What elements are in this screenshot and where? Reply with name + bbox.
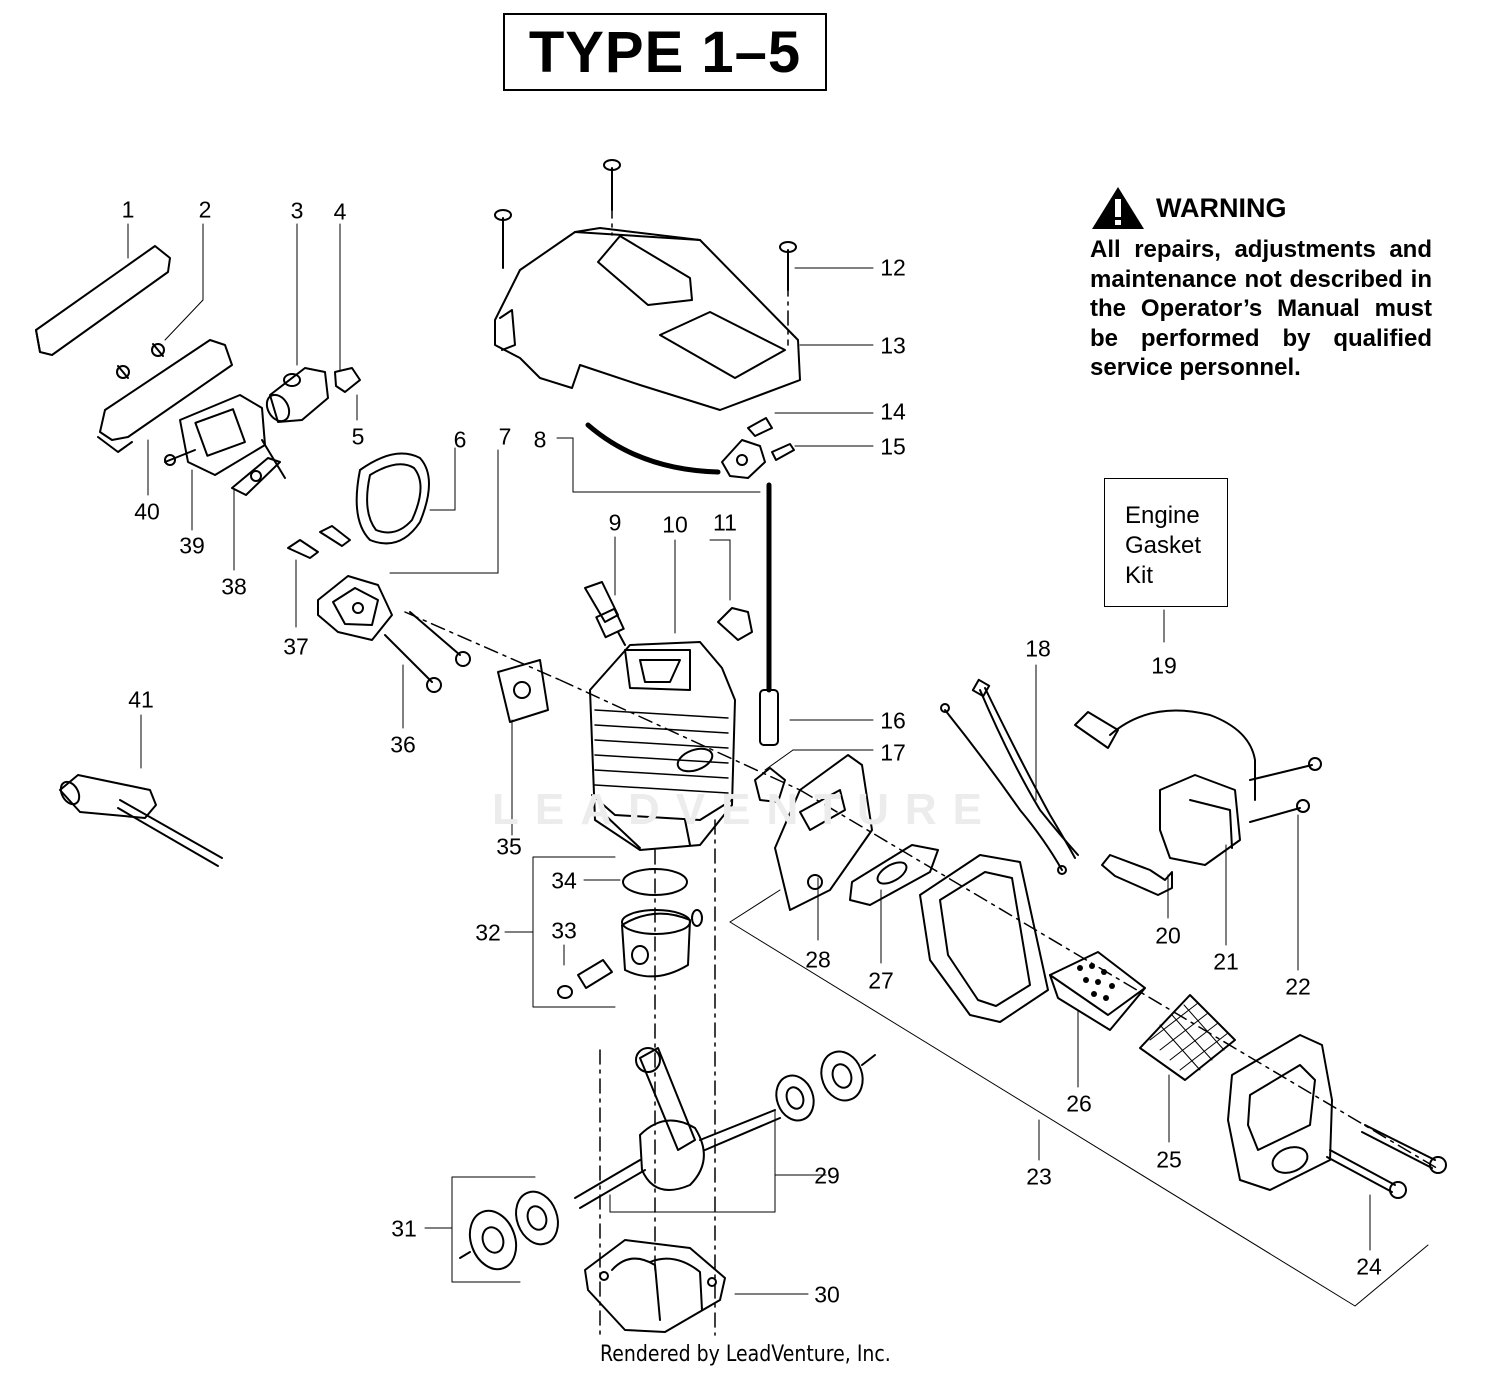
part-38-carburetor-gasket bbox=[231, 457, 281, 496]
part-3-intake-boot bbox=[265, 367, 329, 423]
part-label-8: 8 bbox=[533, 426, 547, 453]
part-23-muffler-body bbox=[919, 854, 1049, 1023]
part-label-33: 33 bbox=[551, 917, 577, 944]
part-label-5: 5 bbox=[351, 423, 365, 450]
part-29-bearings bbox=[775, 1050, 876, 1122]
part-34-piston-ring bbox=[622, 868, 688, 896]
render-credit: Rendered by LeadVenture, Inc. bbox=[600, 1342, 891, 1367]
part-33-piston-pin bbox=[557, 959, 613, 999]
part-label-36: 36 bbox=[390, 731, 416, 758]
part-12-cover-screws bbox=[494, 159, 797, 291]
part-4-clip bbox=[334, 367, 361, 393]
part-13-top-cover bbox=[494, 227, 801, 411]
diagram-title-box: TYPE 1–5 bbox=[503, 13, 827, 91]
part-label-19: 19 bbox=[1151, 652, 1177, 679]
part-24-muffler-cover bbox=[1227, 1034, 1333, 1191]
part-label-29: 29 bbox=[814, 1162, 840, 1189]
part-1-air-filter-cover bbox=[35, 245, 171, 356]
part-25-spark-screen bbox=[1139, 994, 1236, 1081]
part-40-carburetor-bracket bbox=[97, 339, 233, 453]
part-label-41: 41 bbox=[128, 686, 154, 713]
part-41-scrench-tool bbox=[59, 774, 223, 867]
part-label-23: 23 bbox=[1026, 1163, 1052, 1190]
part-label-34: 34 bbox=[551, 867, 577, 894]
part-27-muffler-gasket bbox=[849, 844, 939, 906]
part-6-filter-ring bbox=[355, 452, 430, 545]
part-26-baffle bbox=[1049, 951, 1146, 1031]
part-label-38: 38 bbox=[221, 573, 247, 600]
leader-lines bbox=[127, 223, 1429, 1307]
part-label-13: 13 bbox=[880, 332, 906, 359]
kit-line: Gasket bbox=[1125, 532, 1202, 559]
part-7-intake-adapter bbox=[317, 575, 393, 641]
warning-triangle-icon bbox=[1092, 187, 1144, 229]
part-label-27: 27 bbox=[868, 967, 894, 994]
part-30-crankcase bbox=[584, 1239, 726, 1333]
part-11-spark-boot bbox=[717, 607, 753, 641]
part-16-fuel-filter bbox=[759, 482, 779, 746]
part-label-3: 3 bbox=[290, 197, 304, 224]
part-label-9: 9 bbox=[608, 509, 622, 536]
warning-title: WARNING bbox=[1156, 192, 1287, 223]
part-28-muffler-shield bbox=[774, 754, 873, 911]
part-label-24: 24 bbox=[1356, 1253, 1382, 1280]
part-35-cylinder-gasket bbox=[497, 659, 549, 723]
part-label-14: 14 bbox=[880, 398, 906, 425]
part-24-bolts bbox=[1326, 1124, 1447, 1199]
part-label-1: 1 bbox=[121, 196, 135, 223]
part-label-18: 18 bbox=[1025, 635, 1051, 662]
part-37-screws bbox=[287, 525, 351, 559]
part-label-20: 20 bbox=[1155, 922, 1181, 949]
part-17-spacer bbox=[754, 767, 786, 803]
part-18-wire-harness bbox=[940, 678, 1079, 875]
part-31-bearings-seal bbox=[459, 1190, 559, 1271]
part-label-35: 35 bbox=[496, 833, 522, 860]
warning-header: WARNING bbox=[1090, 185, 1432, 231]
kit-line: Engine bbox=[1125, 502, 1200, 529]
part-label-10: 10 bbox=[662, 511, 688, 538]
part-22-screws bbox=[1249, 757, 1322, 823]
part-10-cylinder bbox=[589, 641, 736, 851]
part-label-22: 22 bbox=[1285, 973, 1311, 1000]
part-36-bolts bbox=[384, 611, 471, 693]
part-label-4: 4 bbox=[333, 198, 347, 225]
part-label-12: 12 bbox=[880, 254, 906, 281]
part-label-28: 28 bbox=[805, 946, 831, 973]
kit-line: Kit bbox=[1125, 562, 1154, 589]
part-label-7: 7 bbox=[498, 423, 512, 450]
watermark-text: LEADVENTURE bbox=[492, 785, 999, 834]
part-label-17: 17 bbox=[880, 739, 906, 766]
part-label-2: 2 bbox=[198, 196, 212, 223]
part-label-40: 40 bbox=[134, 498, 160, 525]
part-20-bracket bbox=[1101, 854, 1173, 896]
part-29-crankshaft bbox=[574, 1047, 781, 1209]
engine-gasket-kit-box: Engine Gasket Kit bbox=[1104, 478, 1228, 607]
part-15-choke-rod bbox=[771, 443, 795, 461]
part-32-piston bbox=[621, 909, 703, 978]
part-label-37: 37 bbox=[283, 633, 309, 660]
part-14-choke-knob bbox=[721, 417, 773, 479]
part-label-32: 32 bbox=[475, 919, 501, 946]
part-9-spark-plug bbox=[584, 581, 626, 646]
part-label-30: 30 bbox=[814, 1281, 840, 1308]
diagram-title: TYPE 1–5 bbox=[528, 19, 802, 85]
part-label-26: 26 bbox=[1066, 1090, 1092, 1117]
part-8-fuel-line bbox=[585, 422, 721, 475]
part-label-39: 39 bbox=[179, 532, 205, 559]
part-label-31: 31 bbox=[391, 1215, 417, 1242]
part-label-11: 11 bbox=[713, 509, 737, 536]
part-label-21: 21 bbox=[1213, 948, 1239, 975]
warning-notice: WARNING All repairs, adjustments and mai… bbox=[1090, 185, 1432, 383]
warning-text: All repairs, adjustments and maintenance… bbox=[1090, 236, 1432, 381]
part-label-15: 15 bbox=[880, 433, 906, 460]
part-21-ignition-module bbox=[1074, 709, 1256, 866]
part-label-6: 6 bbox=[453, 426, 467, 453]
part-label-16: 16 bbox=[880, 707, 906, 734]
part-label-25: 25 bbox=[1156, 1146, 1182, 1173]
